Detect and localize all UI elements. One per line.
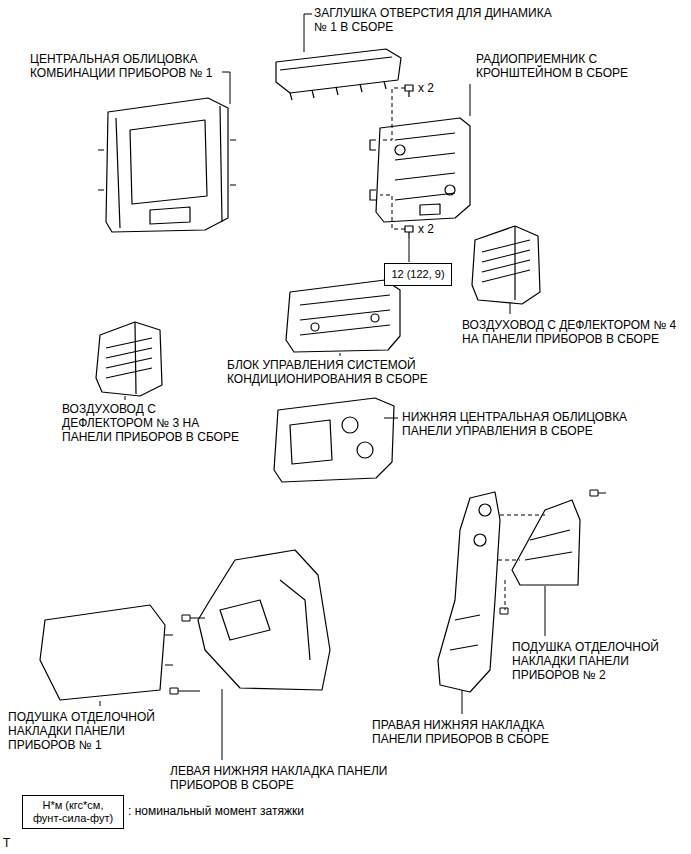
part-name: ВОЗДУХОВОД С ДЕФЛЕКТОРОМ № 4 НА ПАНЕЛИ П… — [462, 318, 684, 346]
leader-line — [462, 690, 463, 714]
leader-line — [222, 72, 230, 104]
clips — [170, 615, 205, 694]
vent-4 — [472, 226, 540, 304]
cluster-trim — [98, 98, 236, 232]
part-name: ПОДУШКА ОТДЕЛОЧНОЙ НАКЛАДКИ ПАНЕЛИ ПРИБО… — [8, 710, 180, 752]
part-name: ЦЕНТРАЛЬНАЯ ОБЛИЦОВКА КОМБИНАЦИИ ПРИБОРО… — [30, 52, 230, 80]
legend-text: : номинальный момент затяжки — [128, 804, 304, 818]
right-lower-trim — [438, 492, 500, 692]
torque-value-box: 12 (122, 9) — [384, 263, 452, 286]
part-name: ВОЗДУХОВОД С ДЕФЛЕКТОРОМ № 3 НА ПАНЕЛИ П… — [62, 402, 242, 444]
leader-line — [222, 689, 223, 760]
pad-2 — [498, 490, 606, 614]
pad-1 — [40, 605, 173, 700]
leader-line — [470, 84, 471, 116]
quantity-label: x 2 — [418, 222, 434, 236]
left-lower-trim — [198, 550, 330, 690]
figure-code: T — [3, 836, 10, 850]
box-text: 12 (122, 9) — [391, 268, 445, 281]
leader-line — [304, 14, 312, 52]
ac-control — [286, 280, 400, 352]
torque-unit-box: Н*м (кгс*см, фунт-сила-фут) — [22, 795, 124, 829]
leader-line — [100, 701, 101, 706]
leader-line — [340, 353, 341, 356]
leader-line — [125, 396, 126, 400]
leader-line — [510, 303, 511, 314]
part-name: ЗАГЛУШКА ОТВЕРСТИЯ ДЛЯ ДИНАМИКА № 1 В СБ… — [314, 6, 554, 34]
vent-3 — [96, 322, 162, 396]
radio — [370, 118, 470, 222]
leader-line — [545, 586, 546, 636]
part-name: БЛОК УПРАВЛЕНИЯ СИСТЕМОЙ КОНДИЦИОНИРОВАН… — [227, 358, 457, 386]
lower-center-trim — [274, 398, 394, 482]
part-name: ЛЕВАЯ НИЖНЯЯ НАКЛАДКА ПАНЕЛИ ПРИБОРОВ В … — [170, 764, 406, 792]
part-name: ПРАВАЯ НИЖНЯЯ НАКЛАДКА ПАНЕЛИ ПРИБОРОВ В… — [372, 718, 584, 746]
leader-line — [384, 418, 398, 419]
part-name: РАДИОПРИЕМНИК С КРОНШТЕЙНОМ В СБОРЕ — [476, 52, 681, 80]
part-name: ПОДУШКА ОТДЕЛОЧНОЙ НАКЛАДКИ ПАНЕЛИ ПРИБО… — [512, 640, 684, 682]
box-text: Н*м (кгс*см, фунт-сила-фут) — [28, 799, 118, 825]
screws — [380, 85, 413, 262]
part-name: НИЖНЯЯ ЦЕНТРАЛЬНАЯ ОБЛИЦОВКА ПАНЕЛИ УПРА… — [402, 410, 642, 438]
speaker-cover — [276, 49, 401, 100]
quantity-label: x 2 — [418, 81, 434, 95]
